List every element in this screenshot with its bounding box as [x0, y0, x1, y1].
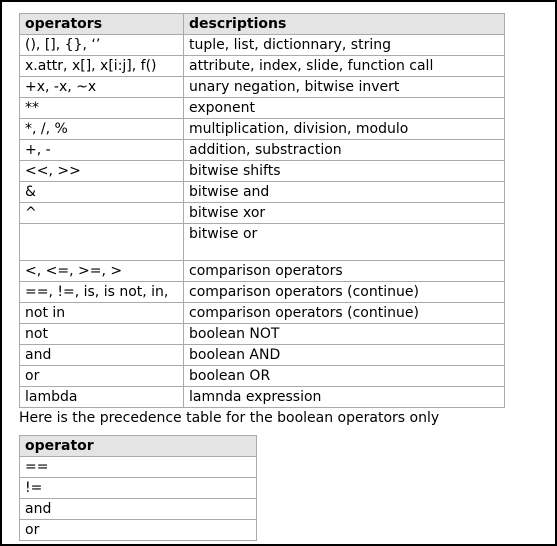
table-row: not in comparison operators (continue)	[19, 302, 505, 324]
table-row: <<, >> bitwise shifts	[19, 160, 505, 182]
operator-cell: +x, -x, ~x	[19, 76, 184, 98]
column-header-descriptions: descriptions	[183, 13, 505, 35]
description-cell: exponent	[183, 97, 505, 119]
table-row: bitwise or	[19, 223, 505, 261]
operator-cell: *, /, %	[19, 118, 184, 140]
description-cell: boolean OR	[183, 365, 505, 387]
table-row: ^ bitwise xor	[19, 202, 505, 224]
description-cell: attribute, index, slide, function call	[183, 55, 505, 77]
operator-cell: and	[19, 498, 257, 520]
operator-cell: or	[19, 365, 184, 387]
operator-cell: not	[19, 323, 184, 345]
table-row: or boolean OR	[19, 365, 505, 387]
table-header-row: operator	[19, 435, 257, 457]
description-cell: bitwise shifts	[183, 160, 505, 182]
description-cell: bitwise xor	[183, 202, 505, 224]
operator-cell: **	[19, 97, 184, 119]
column-header-operators: operators	[19, 13, 184, 35]
operator-cell: ==, !=, is, is not, in,	[19, 281, 184, 303]
description-cell: comparison operators (continue)	[183, 302, 505, 324]
description-cell: comparison operators	[183, 260, 505, 282]
table-row: ** exponent	[19, 97, 505, 119]
boolean-table-caption: Here is the precedence table for the boo…	[19, 410, 440, 426]
operator-cell: (), [], {}, ‘’	[19, 34, 184, 56]
operator-cell: x.attr, x[], x[i:j], f()	[19, 55, 184, 77]
operator-cell: +, -	[19, 139, 184, 161]
operator-cell: <, <=, >=, >	[19, 260, 184, 282]
operator-cell: ==	[19, 456, 257, 478]
operator-cell: ^	[19, 202, 184, 224]
operator-cell: <<, >>	[19, 160, 184, 182]
table-row: ==	[19, 456, 257, 478]
table-row: +, - addition, substraction	[19, 139, 505, 161]
description-cell: tuple, list, dictionnary, string	[183, 34, 505, 56]
operators-precedence-table: operators descriptions (), [], {}, ‘’ tu…	[19, 13, 505, 408]
description-cell: unary negation, bitwise invert	[183, 76, 505, 98]
table-row: (), [], {}, ‘’ tuple, list, dictionnary,…	[19, 34, 505, 56]
column-header-operator: operator	[19, 435, 257, 457]
operator-cell: not in	[19, 302, 184, 324]
table-header-row: operators descriptions	[19, 13, 505, 35]
boolean-operators-table: operator == != and or	[19, 435, 257, 541]
operator-cell: or	[19, 519, 257, 541]
operator-cell: !=	[19, 477, 257, 499]
table-row: +x, -x, ~x unary negation, bitwise inver…	[19, 76, 505, 98]
table-row: lambda lamnda expression	[19, 386, 505, 408]
table-row: !=	[19, 477, 257, 499]
operator-cell: &	[19, 181, 184, 203]
description-cell: boolean NOT	[183, 323, 505, 345]
table-row: & bitwise and	[19, 181, 505, 203]
description-cell: lamnda expression	[183, 386, 505, 408]
table-row: x.attr, x[], x[i:j], f() attribute, inde…	[19, 55, 505, 77]
table-row: *, /, % multiplication, division, modulo	[19, 118, 505, 140]
operator-cell: and	[19, 344, 184, 366]
description-cell: comparison operators (continue)	[183, 281, 505, 303]
operator-cell	[19, 223, 184, 261]
description-cell: boolean AND	[183, 344, 505, 366]
table-row: and boolean AND	[19, 344, 505, 366]
table-row: ==, !=, is, is not, in, comparison opera…	[19, 281, 505, 303]
description-cell: addition, substraction	[183, 139, 505, 161]
table-row: not boolean NOT	[19, 323, 505, 345]
description-cell: bitwise and	[183, 181, 505, 203]
description-cell: bitwise or	[183, 223, 505, 261]
operator-cell: lambda	[19, 386, 184, 408]
description-cell: multiplication, division, modulo	[183, 118, 505, 140]
table-row: <, <=, >=, > comparison operators	[19, 260, 505, 282]
table-row: and	[19, 498, 257, 520]
table-row: or	[19, 519, 257, 541]
